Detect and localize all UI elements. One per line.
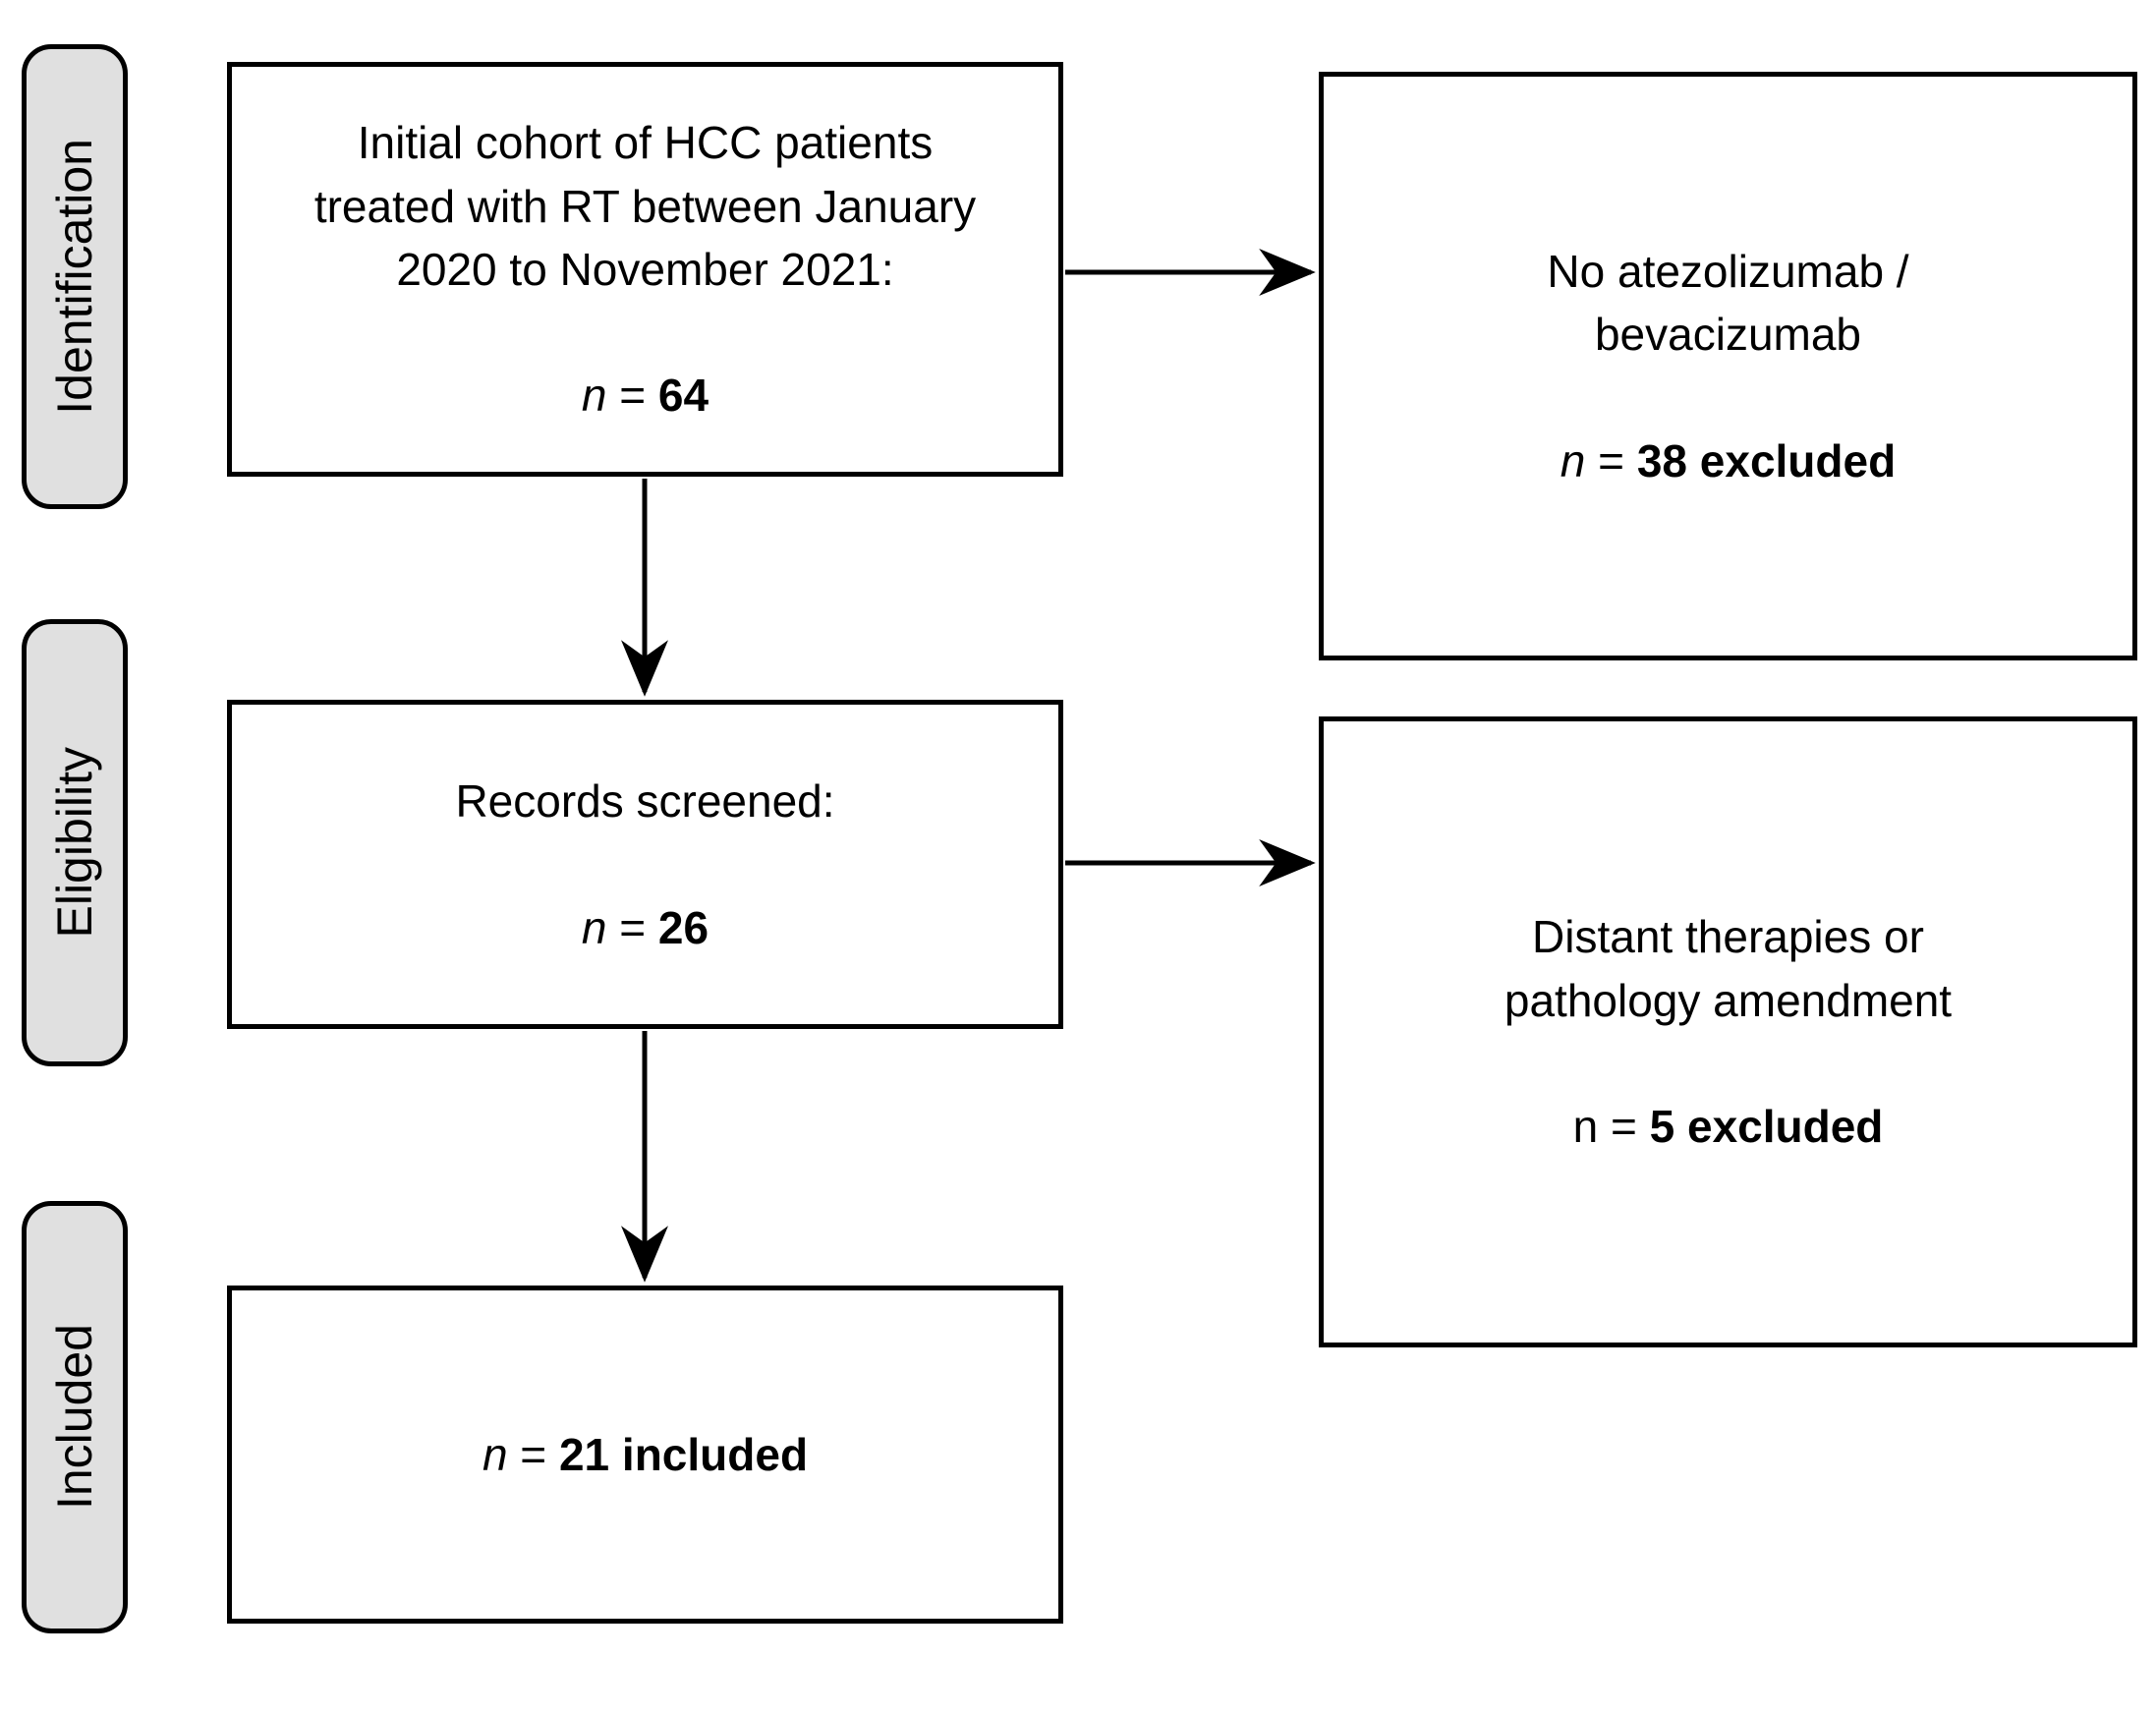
- no-atezolizumab-text: No atezolizumab / bevacizumab: [1547, 245, 1909, 361]
- distant-therapies-text: Distant therapies or pathology amendment: [1504, 911, 1953, 1026]
- stage-tab-included: Included: [22, 1201, 128, 1633]
- records-screened-text: Records screened:: [455, 775, 835, 828]
- initial-cohort-count: n = 64: [581, 370, 709, 422]
- distant-therapies-count: n = 5 excluded: [1572, 1101, 1884, 1153]
- box-included: n = 21 included: [227, 1286, 1063, 1624]
- stage-label-included: Included: [47, 1324, 102, 1511]
- box-excluded-distant-therapies: Distant therapies or pathology amendment…: [1319, 716, 2137, 1347]
- box-excluded-no-atezolizumab: No atezolizumab / bevacizumab n = 38 exc…: [1319, 72, 2137, 660]
- stage-tab-identification: Identification: [22, 44, 128, 509]
- no-atezolizumab-count: n = 38 excluded: [1560, 434, 1897, 486]
- box-records-screened: Records screened: n = 26: [227, 700, 1063, 1029]
- included-count: n = 21 included: [482, 1428, 809, 1480]
- box-initial-cohort: Initial cohort of HCC patients treated w…: [227, 62, 1063, 477]
- records-screened-count: n = 26: [581, 901, 709, 953]
- stage-label-eligibility: Eligibility: [47, 747, 102, 939]
- stage-label-identification: Identification: [47, 139, 102, 415]
- initial-cohort-text: Initial cohort of HCC patients treated w…: [313, 117, 977, 295]
- stage-tab-eligibility: Eligibility: [22, 619, 128, 1066]
